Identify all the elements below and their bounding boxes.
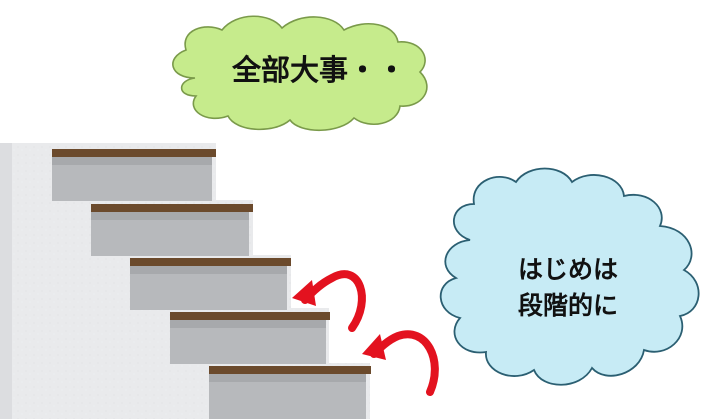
blue-cloud-shape xyxy=(439,167,700,386)
stair-tread xyxy=(209,366,371,374)
step-up-arrows xyxy=(292,270,439,396)
blue-thought-cloud: はじめは 段階的に xyxy=(439,167,700,386)
green-cloud-text: 全部大事・・ xyxy=(231,53,406,87)
stair-tread xyxy=(170,312,330,320)
curved-arrow-upper-head-icon xyxy=(292,280,316,306)
stair-step-4 xyxy=(170,312,330,364)
stair-tread xyxy=(52,149,216,157)
green-thought-cloud: 全部大事・・ xyxy=(172,15,428,131)
blue-cloud-text-line2: 段階的に xyxy=(518,291,618,320)
stair-step-2 xyxy=(91,204,253,256)
stair-tread xyxy=(91,204,253,212)
stair-riser-shadow xyxy=(52,157,212,165)
wall-shadow-edge xyxy=(0,143,12,419)
curved-arrow-lower-icon xyxy=(370,330,439,396)
stair-riser-shadow xyxy=(91,212,249,220)
stair-riser-shadow xyxy=(209,374,366,382)
stair-step-5 xyxy=(209,366,371,419)
blue-cloud-text-line1: はじめは xyxy=(518,255,618,284)
curved-arrow-lower-head-icon xyxy=(362,334,386,360)
stair-tread xyxy=(130,258,291,266)
stair-step-1 xyxy=(52,149,216,201)
stair-riser-shadow xyxy=(130,266,287,274)
stair-riser-shadow xyxy=(170,320,326,328)
stair-step-3 xyxy=(130,258,291,310)
staircase-illustration xyxy=(0,143,371,419)
green-cloud-shape xyxy=(172,15,428,131)
